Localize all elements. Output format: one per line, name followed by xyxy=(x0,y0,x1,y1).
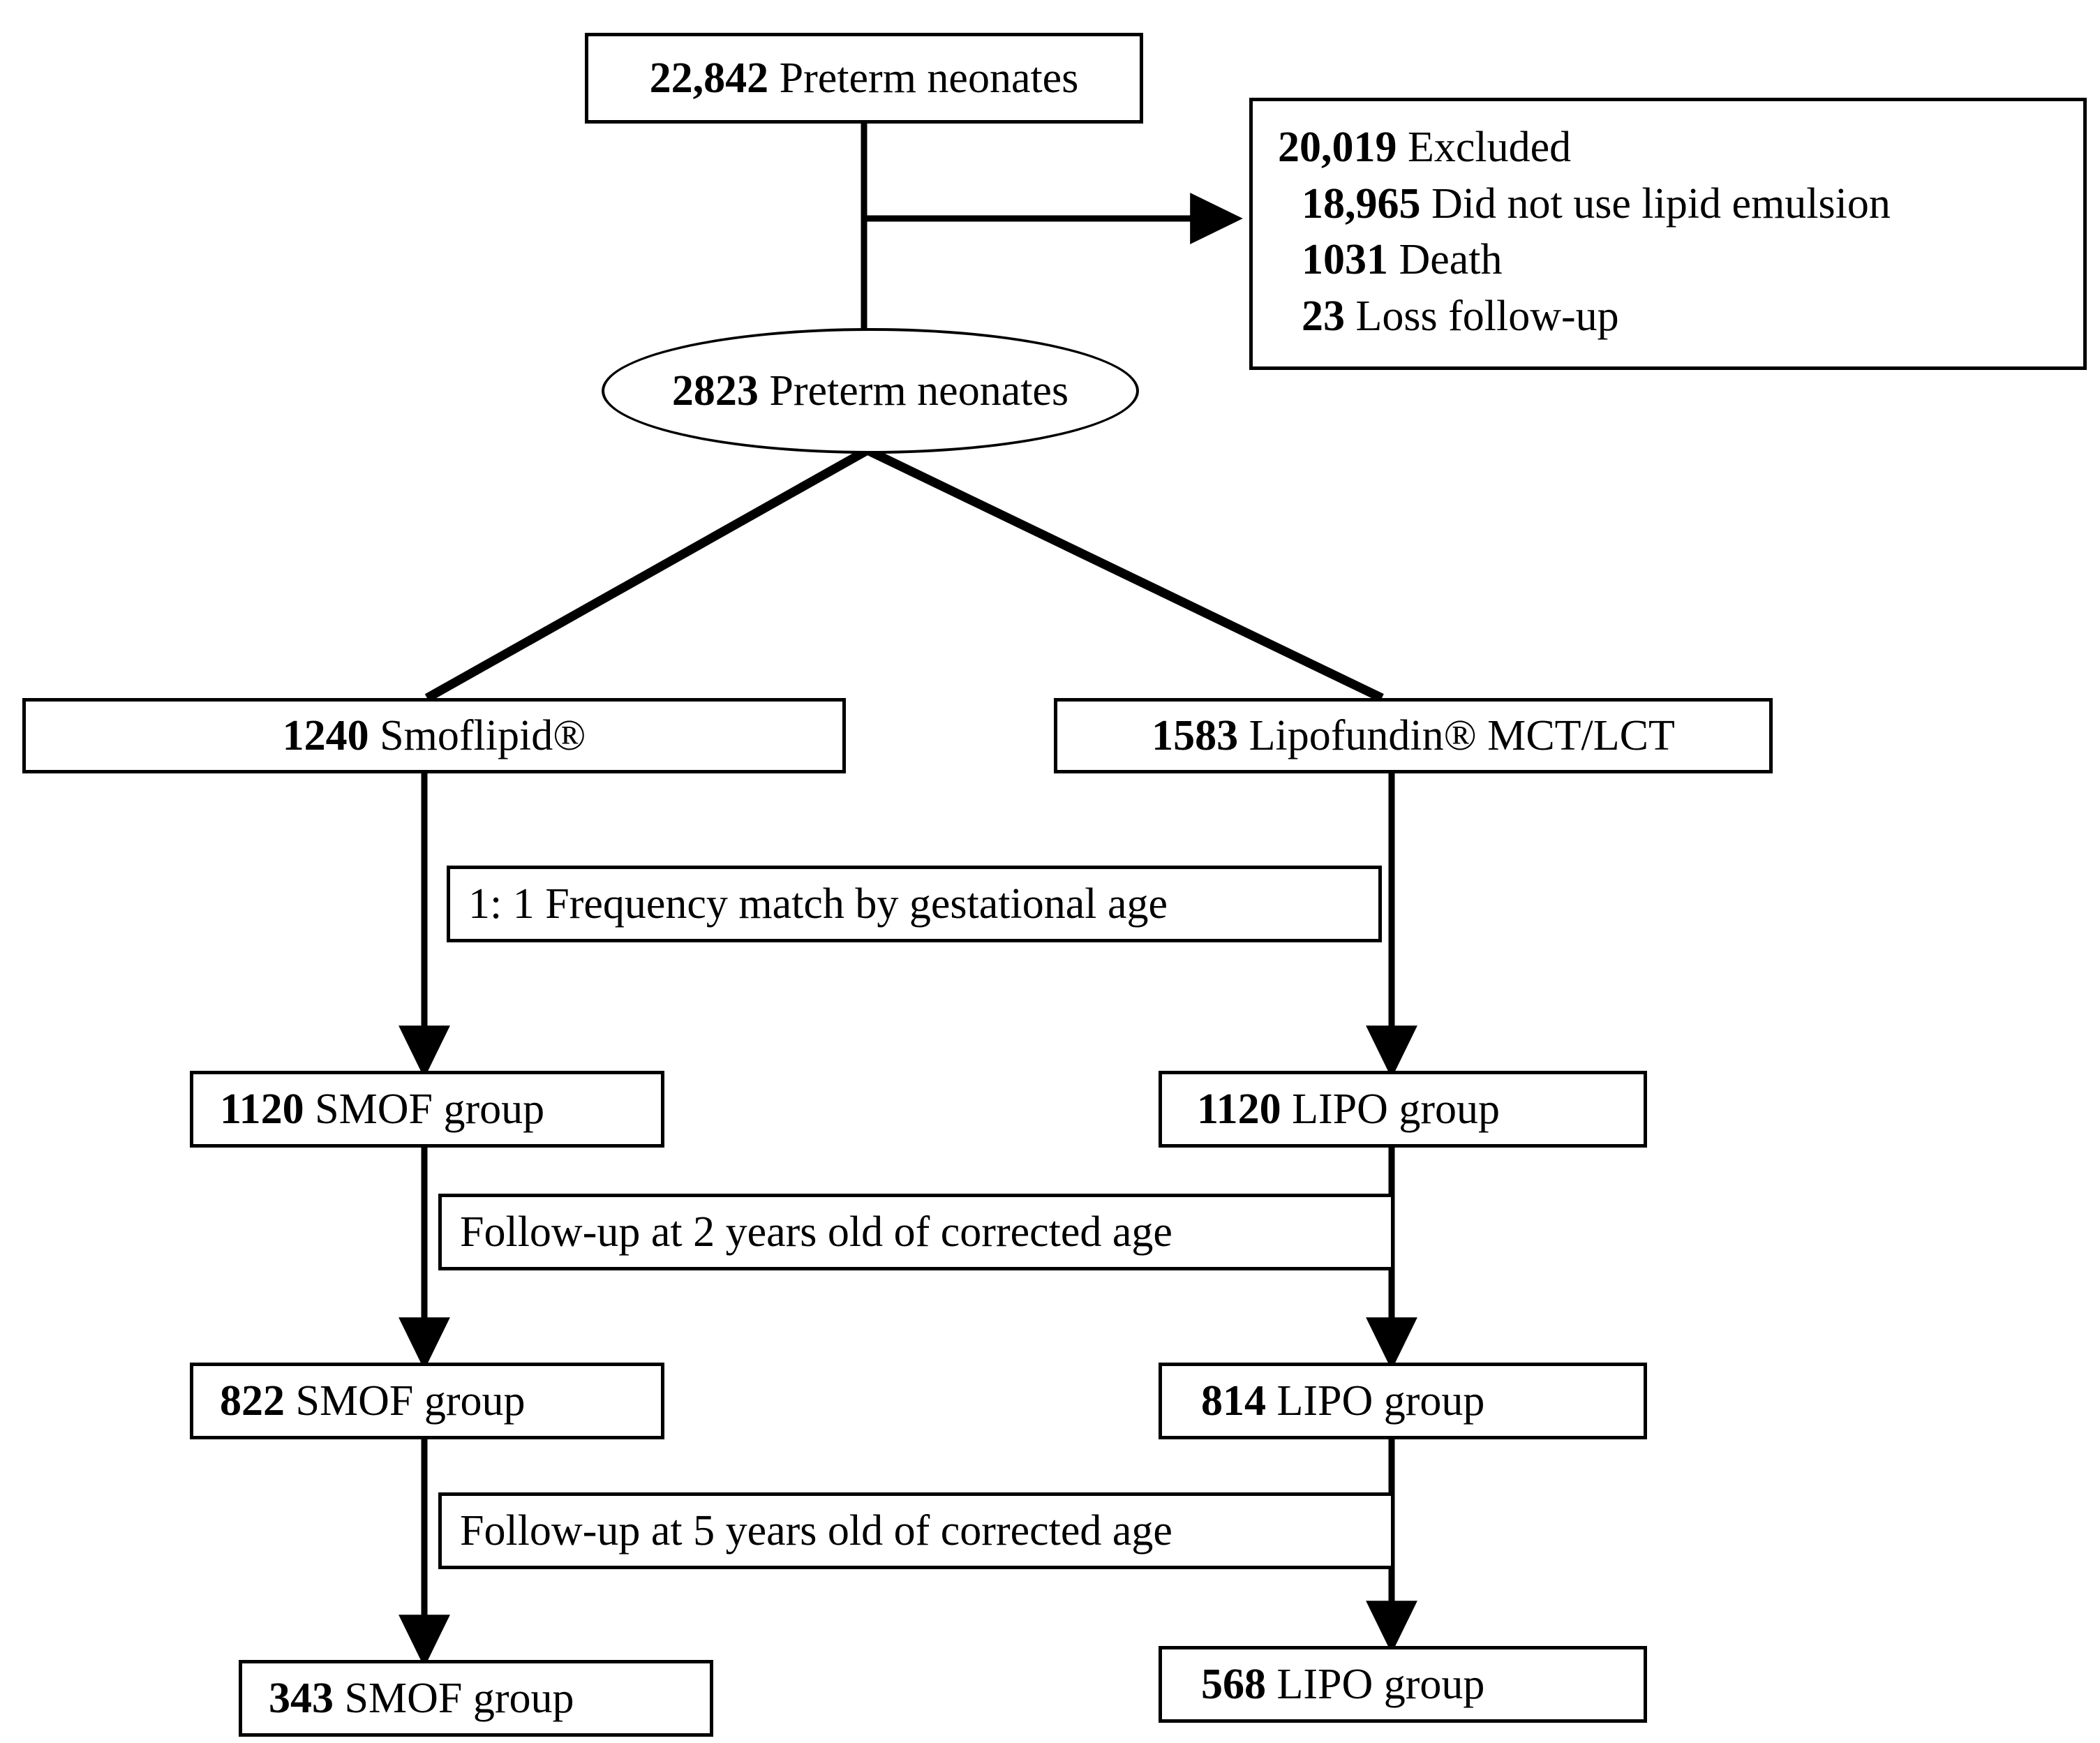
excluded-heading-count: 20,019 xyxy=(1278,124,1397,171)
excluded-reason-2: 23 Loss follow-up xyxy=(1278,288,2083,345)
excluded-reason-1-count: 1031 xyxy=(1302,236,1388,284)
node-smof-5yr: 343 SMOF group xyxy=(239,1660,713,1737)
node-smof-2yr-label: SMOF group xyxy=(295,1377,526,1425)
excluded-reason-2-count: 23 xyxy=(1302,292,1345,340)
edge-label-followup-2y-text: Follow-up at 2 years old of corrected ag… xyxy=(460,1208,1172,1256)
node-smof-2yr: 822 SMOF group xyxy=(190,1363,664,1439)
edge-label-followup-2y: Follow-up at 2 years old of corrected ag… xyxy=(438,1194,1394,1270)
node-lipo-5yr-count: 568 xyxy=(1201,1660,1266,1708)
excluded-heading-label: Excluded xyxy=(1408,124,1572,171)
node-lipo-2yr-label: LIPO group xyxy=(1276,1377,1485,1425)
node-smof-matched-label: SMOF group xyxy=(315,1085,545,1133)
node-cohort-total-text: 22,842 Preterm neonates xyxy=(650,51,1079,105)
edge-label-match: 1: 1 Frequency match by gestational age xyxy=(447,866,1382,942)
node-lipo-2yr-count: 814 xyxy=(1201,1377,1266,1425)
node-cohort-eligible-count: 2823 xyxy=(671,366,759,415)
edge-label-match-text: 1: 1 Frequency match by gestational age xyxy=(468,880,1168,928)
node-excluded: 20,019 Excluded 18,965 Did not use lipid… xyxy=(1249,98,2087,370)
node-cohort-eligible-text: 2823 Preterm neonates xyxy=(672,366,1068,416)
node-lipo-2yr: 814 LIPO group xyxy=(1159,1363,1647,1439)
node-lipo-matched-label: LIPO group xyxy=(1292,1085,1500,1133)
node-lipofundin-count: 1583 xyxy=(1152,711,1239,759)
excluded-heading: 20,019 Excluded xyxy=(1278,119,2083,176)
node-smoflipid-text: 1240 Smoflipid® xyxy=(283,709,586,763)
node-cohort-total-label: Preterm neonates xyxy=(779,54,1079,102)
node-smof-2yr-text: 822 SMOF group xyxy=(220,1374,526,1428)
excluded-reason-1: 1031 Death xyxy=(1278,232,2083,288)
node-smof-matched-count: 1120 xyxy=(220,1085,304,1133)
node-lipofundin-text: 1583 Lipofundin® MCT/LCT xyxy=(1152,709,1675,763)
node-lipo-5yr: 568 LIPO group xyxy=(1159,1646,1647,1723)
node-cohort-total-count: 22,842 xyxy=(649,54,769,102)
node-smof-5yr-label: SMOF group xyxy=(344,1674,574,1722)
node-lipo-matched: 1120 LIPO group xyxy=(1159,1071,1647,1148)
excluded-reason-0-count: 18,965 xyxy=(1302,179,1421,228)
edge-eligible-to-smoflipid xyxy=(424,446,870,702)
node-smof-5yr-count: 343 xyxy=(269,1674,334,1722)
node-lipofundin-label: Lipofundin® MCT/LCT xyxy=(1249,711,1675,759)
excluded-reason-2-label: Loss follow-up xyxy=(1355,292,1619,340)
edge-label-followup-5y-text: Follow-up at 5 years old of corrected ag… xyxy=(460,1506,1172,1555)
node-lipo-matched-text: 1120 LIPO group xyxy=(1197,1082,1500,1136)
excluded-reason-1-label: Death xyxy=(1399,236,1503,284)
edge-eligible-to-lipofundin xyxy=(865,446,1384,702)
node-smof-matched-text: 1120 SMOF group xyxy=(220,1082,544,1136)
node-smof-5yr-text: 343 SMOF group xyxy=(269,1671,574,1726)
node-lipofundin: 1583 Lipofundin® MCT/LCT xyxy=(1054,698,1773,773)
node-lipo-2yr-text: 814 LIPO group xyxy=(1201,1374,1484,1428)
node-smof-2yr-count: 822 xyxy=(220,1377,285,1425)
node-smoflipid-count: 1240 xyxy=(282,711,369,759)
node-lipo-5yr-label: LIPO group xyxy=(1276,1660,1485,1708)
node-lipo-matched-count: 1120 xyxy=(1197,1085,1281,1133)
excluded-reason-0: 18,965 Did not use lipid emulsion xyxy=(1278,176,2083,232)
node-cohort-total: 22,842 Preterm neonates xyxy=(585,33,1143,124)
node-cohort-eligible-label: Preterm neonates xyxy=(769,366,1069,415)
node-smof-matched: 1120 SMOF group xyxy=(190,1071,664,1148)
node-smoflipid-label: Smoflipid® xyxy=(380,711,586,759)
excluded-reason-0-label: Did not use lipid emulsion xyxy=(1431,179,1891,228)
node-smoflipid: 1240 Smoflipid® xyxy=(22,698,846,773)
node-lipo-5yr-text: 568 LIPO group xyxy=(1201,1657,1484,1712)
edge-label-followup-5y: Follow-up at 5 years old of corrected ag… xyxy=(438,1492,1394,1569)
node-cohort-eligible: 2823 Preterm neonates xyxy=(602,328,1139,454)
